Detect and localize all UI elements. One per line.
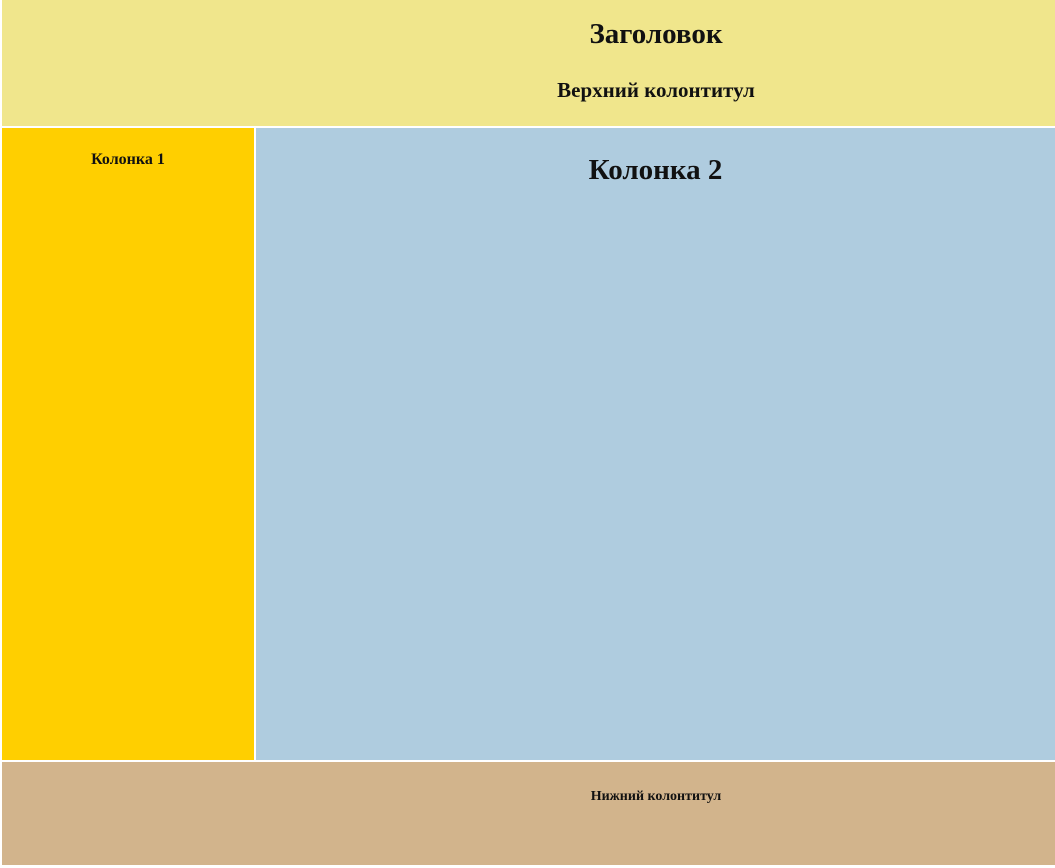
page-title: Заголовок <box>589 18 723 50</box>
page-footer: Нижний колонтитул <box>2 762 1055 865</box>
column-2: Колонка 2 <box>256 128 1055 760</box>
column-1: Колонка 1 <box>2 128 254 760</box>
column-1-heading: Колонка 1 <box>91 151 165 168</box>
header-subtitle: Верхний колонтитул <box>557 78 755 102</box>
footer-label: Нижний колонтитул <box>590 789 722 804</box>
page-header: Заголовок Верхний колонтитул <box>2 0 1055 126</box>
column-2-heading: Колонка 2 <box>588 154 723 186</box>
